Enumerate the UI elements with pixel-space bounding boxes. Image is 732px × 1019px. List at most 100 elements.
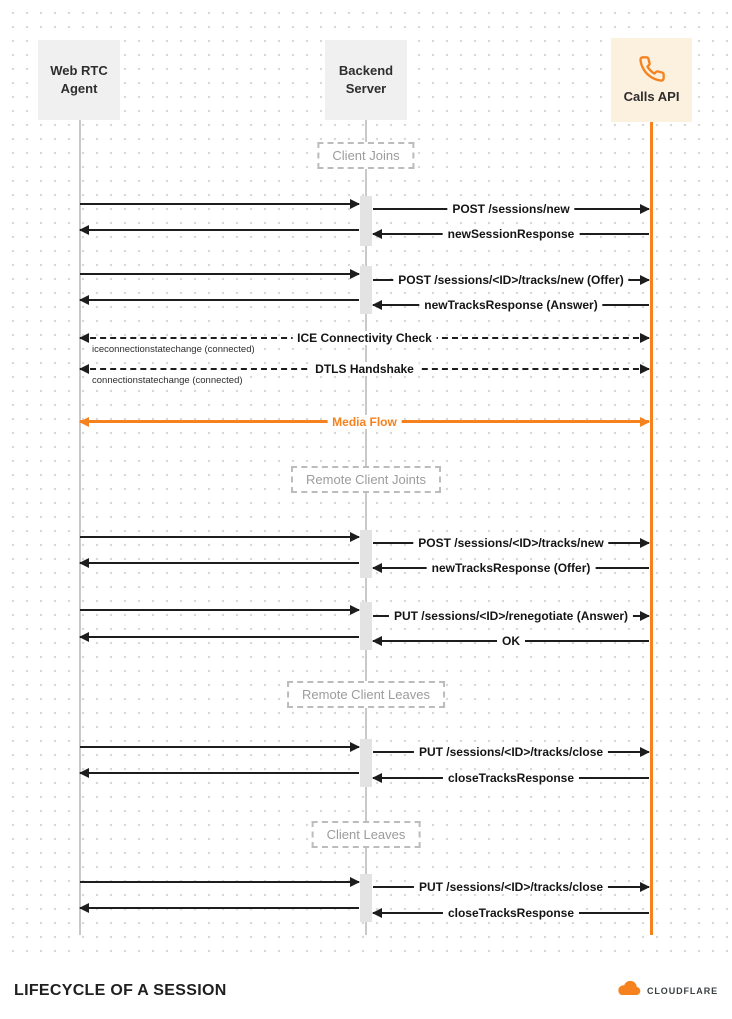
- activation-bar: [360, 530, 372, 578]
- activation-bar: [360, 196, 372, 246]
- arrowhead-icon: [640, 204, 650, 214]
- arrowhead-icon: [350, 605, 360, 615]
- arrowhead-icon: [79, 225, 89, 235]
- arrowhead-icon: [640, 417, 650, 427]
- phase-label: Client Joins: [317, 142, 415, 169]
- arrowhead-icon: [640, 611, 650, 621]
- arrowhead-icon: [79, 364, 89, 374]
- message-label: closeTracksResponse: [442, 906, 580, 920]
- actor-label: Calls API: [623, 88, 680, 104]
- message-arrow: POST /sessions/<ID>/tracks/new: [373, 536, 650, 550]
- lifeline-web-rtc-agent: [79, 120, 81, 935]
- message-arrow: [79, 632, 359, 642]
- phase-label: Remote Client Leaves: [287, 681, 445, 708]
- message-label: POST /sessions/new: [447, 202, 575, 216]
- cloudflare-logo: CLOUDFLARE: [616, 980, 718, 1001]
- message-arrow: POST /sessions/<ID>/tracks/new (Offer): [373, 273, 650, 287]
- message-arrow: DTLS Handshake connectionstatechange (con…: [79, 362, 650, 386]
- activation-bar: [360, 602, 372, 650]
- arrowhead-icon: [372, 300, 382, 310]
- arrowhead-icon: [372, 636, 382, 646]
- message-label: newTracksResponse (Offer): [426, 561, 596, 575]
- arrowhead-icon: [640, 747, 650, 757]
- message-arrow: POST /sessions/new: [373, 202, 650, 216]
- arrowhead-icon: [372, 563, 382, 573]
- page-title: LIFECYCLE OF A SESSION: [14, 981, 227, 999]
- message-arrow: newTracksResponse (Offer): [372, 561, 649, 575]
- arrowhead-icon: [372, 773, 382, 783]
- arrowhead-icon: [79, 295, 89, 305]
- message-arrow: [80, 199, 360, 209]
- cloudflare-wordmark: CLOUDFLARE: [647, 985, 718, 996]
- message-arrow: closeTracksResponse: [372, 906, 649, 920]
- message-arrow: Media Flow: [79, 415, 650, 429]
- arrowhead-icon: [640, 364, 650, 374]
- actor-calls-api: Calls API: [611, 38, 692, 122]
- lifeline-backend-server: [365, 120, 367, 935]
- message-label: PUT /sessions/<ID>/tracks/close: [413, 880, 609, 894]
- message-label: PUT /sessions/<ID>/renegotiate (Answer): [388, 609, 634, 623]
- message-sublabel: connectionstatechange (connected): [90, 375, 245, 386]
- arrowhead-icon: [372, 908, 382, 918]
- activation-bar: [360, 266, 372, 314]
- message-arrow: [79, 768, 359, 778]
- message-arrow: PUT /sessions/<ID>/tracks/close: [373, 745, 650, 759]
- cloudflare-cloud-icon: [616, 980, 642, 1001]
- message-arrow: newTracksResponse (Answer): [372, 298, 649, 312]
- message-arrow: OK: [372, 634, 649, 648]
- phone-icon: [638, 55, 666, 83]
- arrowhead-icon: [79, 333, 89, 343]
- message-label: closeTracksResponse: [442, 771, 580, 785]
- message-arrow: [79, 225, 359, 235]
- message-arrow: PUT /sessions/<ID>/renegotiate (Answer): [373, 609, 650, 623]
- message-arrow: [79, 903, 359, 913]
- message-label: PUT /sessions/<ID>/tracks/close: [413, 745, 609, 759]
- message-arrow: [80, 532, 360, 542]
- arrowhead-icon: [79, 632, 89, 642]
- actor-label: Backend Server: [338, 63, 394, 96]
- arrowhead-icon: [79, 417, 89, 427]
- phase-label: Client Leaves: [311, 821, 421, 848]
- arrowhead-icon: [350, 269, 360, 279]
- arrowhead-icon: [79, 558, 89, 568]
- arrowhead-icon: [640, 882, 650, 892]
- actor-web-rtc-agent: Web RTC Agent: [38, 40, 120, 120]
- message-arrow: PUT /sessions/<ID>/tracks/close: [373, 880, 650, 894]
- arrowhead-icon: [640, 333, 650, 343]
- actor-backend-server: Backend Server: [325, 40, 407, 120]
- message-label: newTracksResponse (Answer): [419, 298, 603, 312]
- message-label: ICE Connectivity Check: [292, 331, 437, 345]
- activation-bar: [360, 874, 372, 922]
- message-sublabel: iceconnectionstatechange (connected): [90, 344, 257, 355]
- actor-label: Web RTC Agent: [50, 63, 108, 96]
- message-label: DTLS Handshake: [310, 362, 419, 376]
- phase-label: Remote Client Joints: [291, 466, 441, 493]
- arrowhead-icon: [350, 199, 360, 209]
- arrowhead-icon: [640, 275, 650, 285]
- message-arrow: [79, 558, 359, 568]
- arrowhead-icon: [372, 229, 382, 239]
- arrowhead-icon: [79, 768, 89, 778]
- message-label: POST /sessions/<ID>/tracks/new: [413, 536, 609, 550]
- lifeline-calls-api: [650, 122, 653, 935]
- footer: LIFECYCLE OF A SESSION CLOUDFLARE: [0, 962, 732, 1019]
- message-label: Media Flow: [327, 415, 402, 429]
- message-label: OK: [497, 634, 525, 648]
- message-arrow: [79, 295, 359, 305]
- arrowhead-icon: [350, 742, 360, 752]
- message-arrow: [80, 605, 360, 615]
- arrowhead-icon: [350, 877, 360, 887]
- message-label: POST /sessions/<ID>/tracks/new (Offer): [393, 273, 629, 287]
- arrowhead-icon: [640, 538, 650, 548]
- message-arrow: closeTracksResponse: [372, 771, 649, 785]
- message-arrow: newSessionResponse: [372, 227, 649, 241]
- message-arrow: [80, 269, 360, 279]
- activation-bar: [360, 739, 372, 787]
- arrowhead-icon: [350, 532, 360, 542]
- diagram-canvas: Web RTC Agent Backend Server Calls API P…: [0, 0, 732, 962]
- message-arrow: [80, 742, 360, 752]
- message-label: newSessionResponse: [442, 227, 580, 241]
- message-arrow: ICE Connectivity Check iceconnectionstate…: [79, 331, 650, 355]
- message-arrow: [80, 877, 360, 887]
